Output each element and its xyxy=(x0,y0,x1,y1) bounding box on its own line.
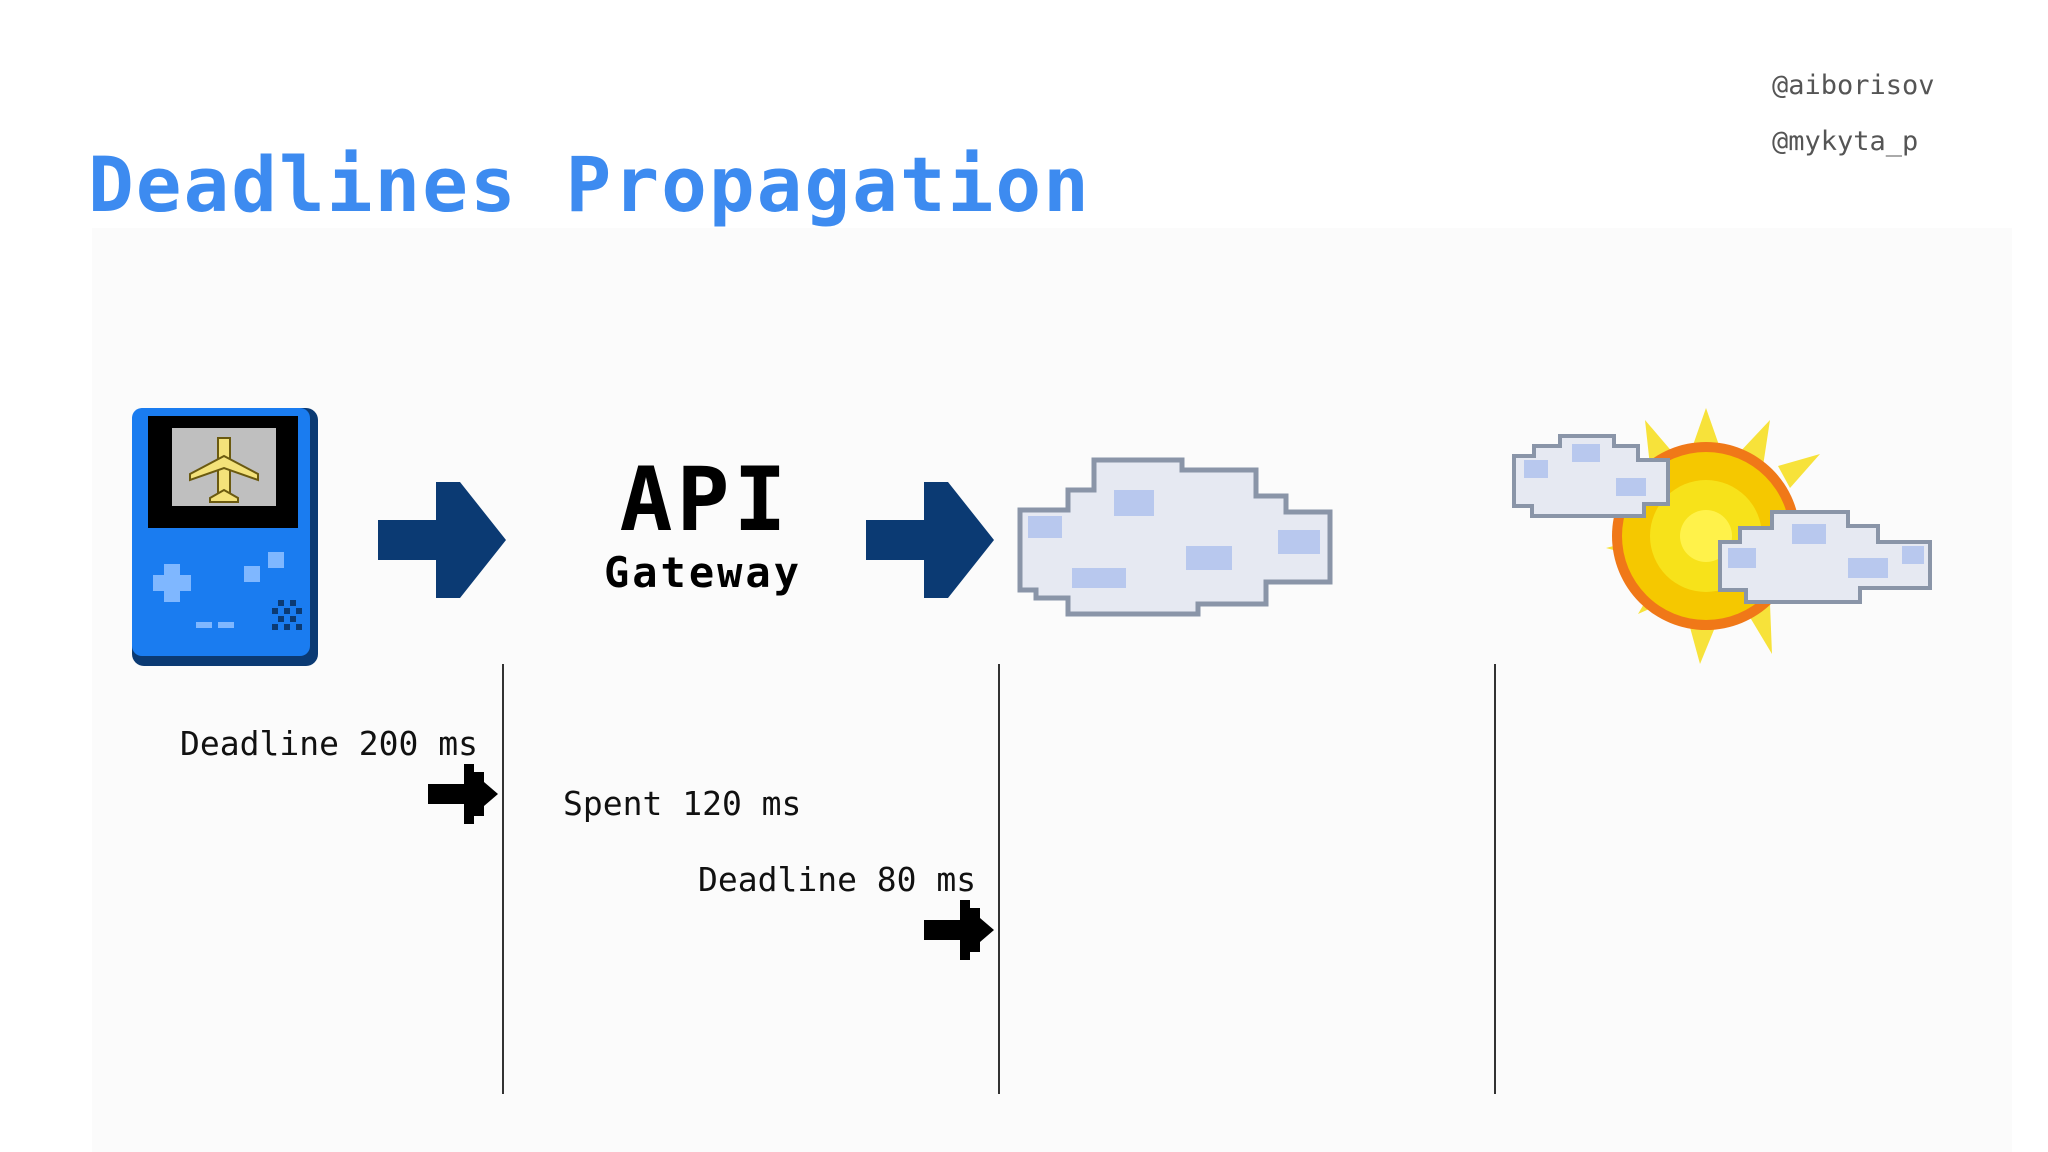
timeline-line xyxy=(998,664,1000,1094)
handheld-console-icon xyxy=(132,408,318,666)
cloud-icon xyxy=(1017,457,1333,617)
deadline-annotation: Deadline 200 ms xyxy=(180,724,479,763)
timeline-line xyxy=(1494,664,1496,1094)
spent-annotation: Spent 120 ms xyxy=(563,784,802,823)
small-arrow-icon xyxy=(924,900,994,960)
gateway-sublabel: Gateway xyxy=(603,548,802,597)
author-handle: @mykyta_p xyxy=(1772,126,1919,157)
diagram-area xyxy=(92,228,2012,1152)
small-arrow-icon xyxy=(428,764,498,824)
author-handle: @aiborisov xyxy=(1772,70,1935,101)
deadline-annotation: Deadline 80 ms xyxy=(698,860,977,899)
author-handles: @aiborisov @mykyta_p xyxy=(1772,58,1935,170)
flow-arrow-icon xyxy=(378,482,506,598)
sun-with-clouds-icon xyxy=(1512,408,1932,664)
flow-arrow-icon xyxy=(866,482,994,598)
timeline-line xyxy=(502,664,504,1094)
slide-title: Deadlines Propagation xyxy=(88,140,1091,229)
gateway-label: API xyxy=(619,448,791,551)
